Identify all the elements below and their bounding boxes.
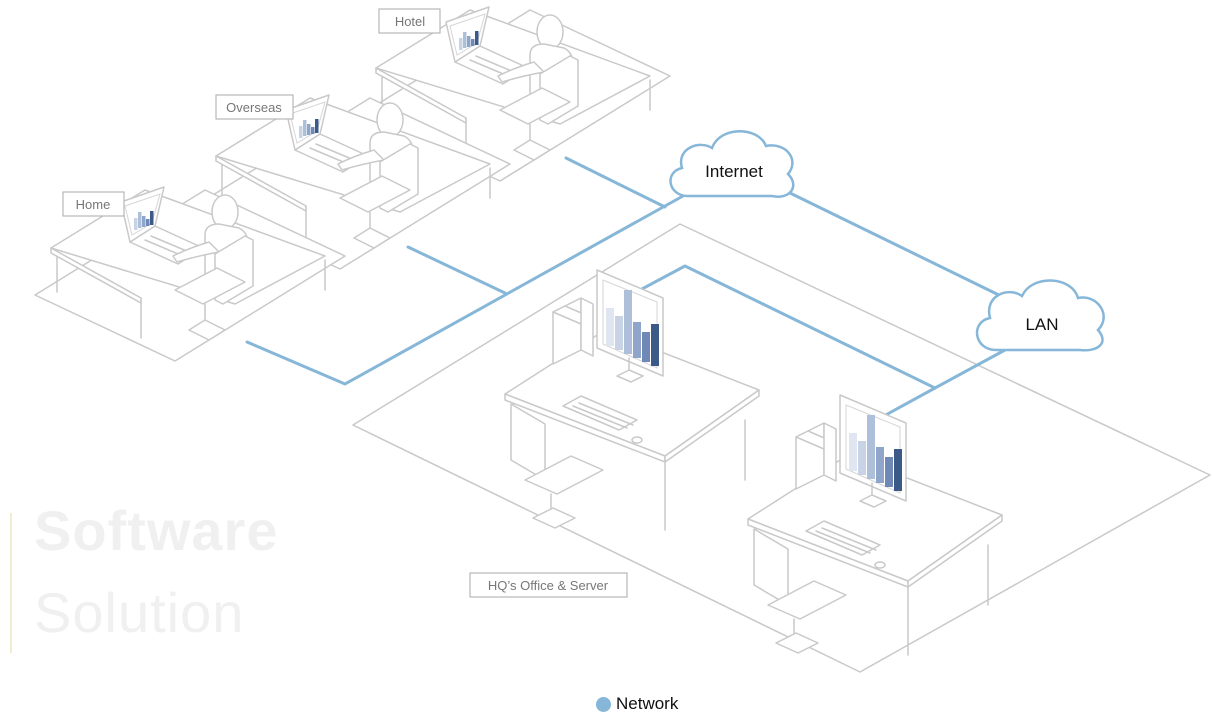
hotel-link <box>564 156 667 209</box>
legend: Network <box>596 694 678 714</box>
svg-text:HQ’s Office & Server: HQ’s Office & Server <box>488 578 609 593</box>
home-to-internet-link <box>245 194 685 386</box>
watermark-software: Software <box>34 499 279 562</box>
lan-cloud: LAN <box>975 279 1105 352</box>
hotel-label: Hotel <box>378 8 441 34</box>
lan-label: LAN <box>1025 315 1058 334</box>
overseas-label: Overseas <box>215 94 294 120</box>
svg-text:Overseas: Overseas <box>226 100 282 115</box>
home-label: Home <box>62 191 125 217</box>
internet-to-lan-link <box>788 191 1007 300</box>
overseas-link <box>406 245 507 295</box>
internet-cloud: Internet <box>669 130 795 198</box>
watermark-bar <box>10 513 12 653</box>
watermark-solution: Solution <box>34 581 245 644</box>
legend-network-label: Network <box>616 694 679 713</box>
legend-network-swatch <box>596 696 611 712</box>
lan-to-hq-link <box>610 264 1007 390</box>
svg-text:Hotel: Hotel <box>395 14 425 29</box>
network-lines <box>245 156 1007 430</box>
internet-label: Internet <box>705 162 763 181</box>
hq-label: HQ’s Office & Server <box>469 572 628 598</box>
svg-text:Home: Home <box>76 197 111 212</box>
